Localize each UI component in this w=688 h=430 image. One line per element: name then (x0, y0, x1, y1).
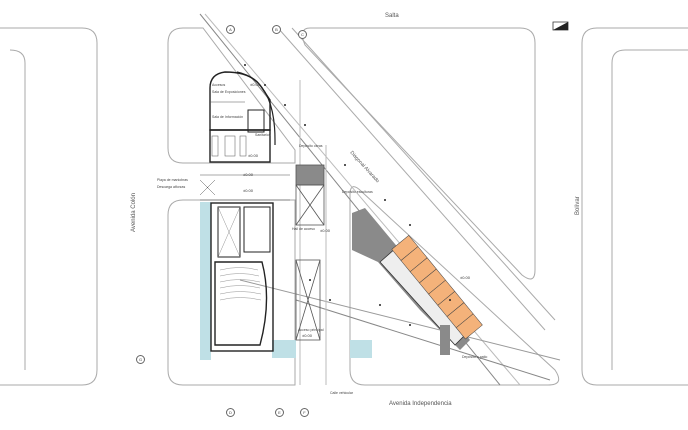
seat-row (219, 267, 259, 271)
seating (239, 135, 247, 157)
street-top: Salta (385, 13, 399, 19)
info-hall (209, 129, 271, 163)
block-left (0, 27, 98, 386)
grid-axis-marker: D (226, 408, 235, 417)
axis-line (295, 299, 551, 381)
label-access: Accesos (212, 83, 226, 87)
street-bottom: Avenida Independencia (389, 401, 452, 407)
seat-row (219, 291, 262, 295)
level-mark: ±0.00 (460, 275, 470, 280)
level-mark: ±0.00 (302, 333, 312, 338)
curved-wall (236, 71, 276, 145)
block-right-triangle (301, 27, 536, 280)
seating (224, 135, 236, 157)
water-pool-left (200, 202, 211, 360)
orange-units (391, 235, 483, 340)
level-mark: ±0.00 (320, 228, 330, 233)
label-loading-2: Descarga alforzas (157, 185, 186, 189)
label-loading-1: Playa de maniobras (157, 178, 188, 182)
theatre-building (210, 202, 274, 352)
grid-axis-marker: C (298, 30, 307, 39)
seat-row (219, 285, 261, 289)
curb-line (611, 49, 688, 370)
block-lower-center (167, 199, 296, 386)
level-mark: ±0.00 (243, 172, 253, 177)
block-lower-triangle (349, 186, 560, 386)
label-sanitary: Sanitarios (255, 133, 271, 137)
grid-axis-marker: B (272, 25, 281, 34)
curb-line (9, 49, 26, 370)
street-line (277, 27, 546, 331)
tree-dots (244, 64, 451, 326)
void (295, 259, 321, 341)
street-line (291, 27, 556, 321)
auditorium (214, 261, 268, 346)
water-pool-right (350, 340, 372, 358)
grid-axis-marker: G (136, 355, 145, 364)
label-workshops: Depósito esculturas (342, 190, 373, 194)
axis-line (239, 279, 561, 361)
street-right: Bolívar (575, 196, 581, 215)
service-core (243, 206, 271, 253)
seat-row (219, 279, 261, 283)
seat-row (219, 297, 262, 301)
gray-column (440, 325, 450, 355)
seating (211, 135, 219, 157)
block-upper-center (167, 27, 296, 164)
level-mark: ±0.00 (250, 82, 260, 87)
seat-row (219, 273, 260, 277)
grid-axis-marker: F (300, 408, 309, 417)
label-hall: Hall de acceso (292, 227, 315, 231)
stair-core (247, 109, 265, 133)
label-main-access: Acceso principal (298, 328, 324, 332)
label-storage: Depósito obras (299, 144, 323, 148)
label-vehicular: Calle vehicular (330, 391, 353, 395)
grid-axis-marker: E (275, 408, 284, 417)
grid-axis-marker: A (226, 25, 235, 34)
storage-void (295, 184, 325, 226)
label-info: Sala de Información (212, 115, 244, 119)
label-plaza: Depósito a patio (462, 355, 488, 359)
north-arrow-icon (552, 21, 569, 31)
stage-void (217, 206, 241, 258)
street-left: Avenida Colón (131, 193, 137, 232)
level-mark: ±0.00 (248, 153, 258, 158)
orange-unit (455, 313, 483, 340)
label-exhibition: Sala de Exposiciones (212, 90, 246, 94)
water-pool-bottom (272, 340, 296, 358)
level-mark: ±0.00 (243, 188, 253, 193)
storage-roof (295, 164, 325, 186)
block-far-right (581, 27, 688, 386)
